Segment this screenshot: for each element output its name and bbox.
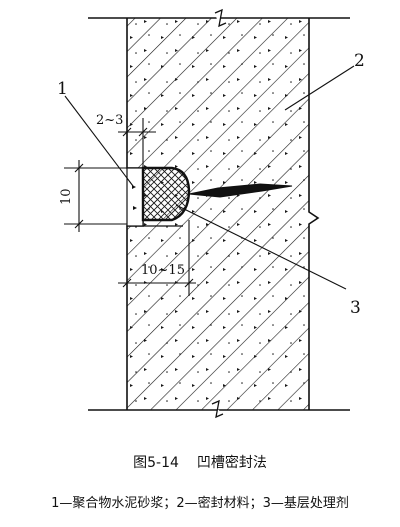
dim-height-tick-top — [74, 163, 84, 173]
leader-line-1 — [64, 95, 134, 187]
dim-depth-tick-right — [184, 278, 194, 288]
dim-depth-tick-left — [122, 278, 132, 288]
figure-title: 凹槽密封法 — [196, 455, 267, 471]
mortar-mark-2 — [133, 206, 137, 210]
mortar-layer — [126, 167, 144, 227]
dim-height-tick-bottom — [74, 219, 84, 229]
dim-gap-label: 2~3 — [96, 113, 123, 128]
leader-lines — [64, 65, 355, 290]
callout-1: 1 — [57, 79, 68, 99]
figure-number: 图5-14 — [133, 455, 179, 471]
dimension-lines — [64, 118, 196, 296]
leader-line-2 — [284, 65, 355, 111]
dim-gap-tick-left — [122, 127, 132, 137]
top-break-symbol — [214, 8, 227, 28]
dim-depth-label: 10~15 — [141, 263, 185, 278]
figure-legend: 1—聚合物水泥砂浆；2—密封材料；3—基层处理剂 — [51, 496, 349, 511]
figure-caption: 图5-14 凹槽密封法 — [0, 452, 400, 472]
bottom-break-symbol — [211, 399, 224, 419]
groove-detail — [126, 166, 293, 227]
callout-2: 2 — [354, 51, 365, 71]
sealant-block — [141, 166, 191, 222]
crack — [188, 183, 293, 198]
leader-line-3 — [175, 204, 347, 290]
break-symbols — [211, 8, 227, 419]
dim-gap-tick-right — [138, 127, 148, 137]
dim-height-label: 10 — [59, 188, 74, 205]
callout-3: 3 — [350, 298, 361, 318]
